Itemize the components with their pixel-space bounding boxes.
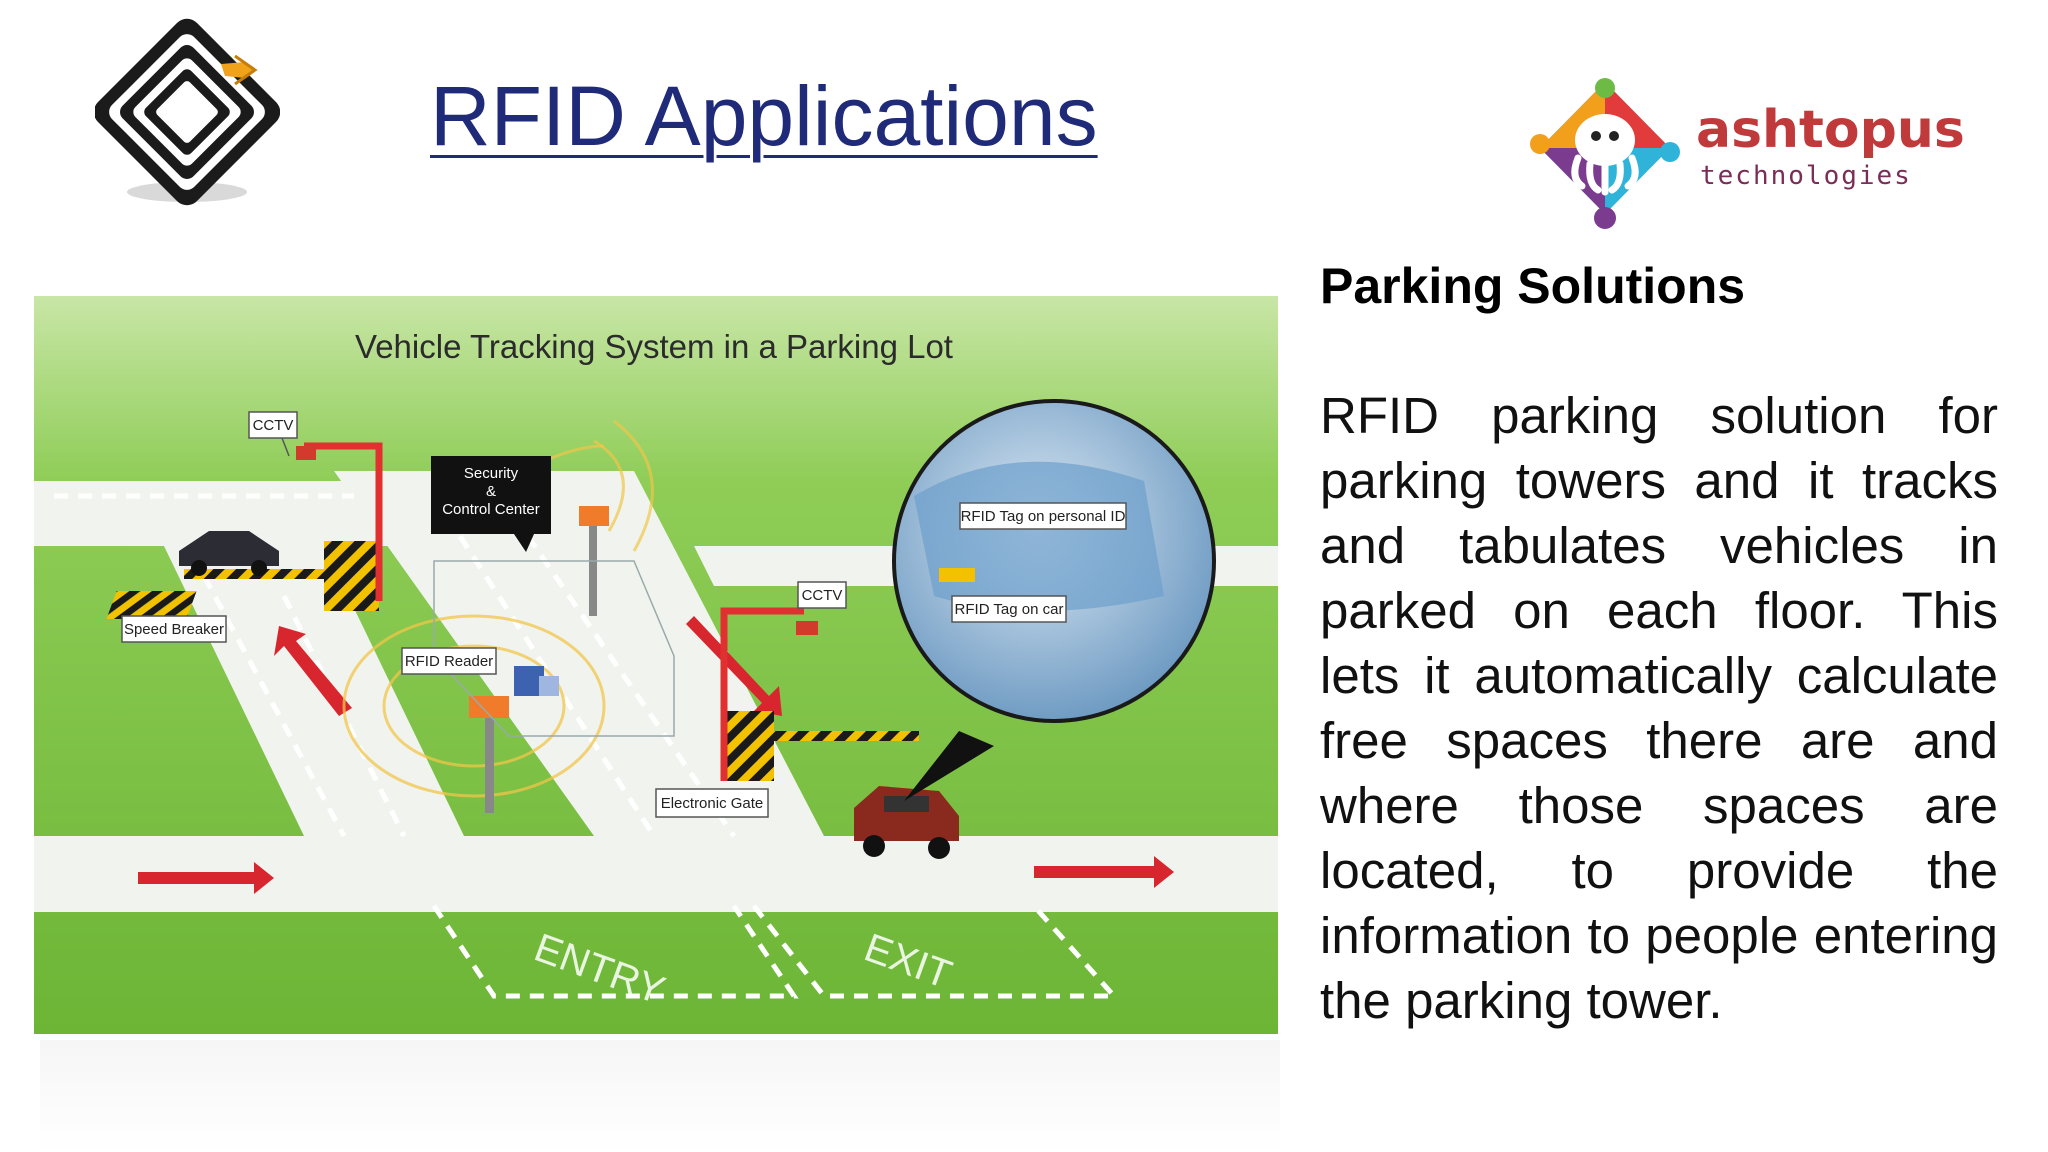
diagram-shadow [40,1040,1280,1152]
ashtopus-logo: ashtopus technologies [1530,78,1965,238]
label-cctv-right: CCTV [797,581,847,609]
label-speed-breaker: Speed Breaker [121,615,227,643]
brand-tagline: technologies [1700,161,1912,191]
rfid-tag-logo [93,12,281,207]
label-security-control-center: Security & Control Center [431,456,551,552]
svg-text:Speed Breaker: Speed Breaker [124,621,224,638]
label-electronic-gate: Electronic Gate [655,788,769,818]
puzzle-octopus-icon [1530,78,1680,238]
svg-text:&: & [486,483,496,500]
rfid-waves-bottom [342,614,606,798]
section-heading: Parking Solutions [1320,258,1746,314]
content-column: Parking Solutions RFID parking solution … [1320,255,1998,1033]
svg-text:RFID Tag on personal ID: RFID Tag on personal ID [961,508,1126,525]
label-rfid-reader: RFID Reader [401,647,497,675]
right-gate [720,607,919,781]
label-cctv-left: CCTV [248,411,298,457]
svg-text:CCTV: CCTV [802,587,843,604]
direction-arrows [138,616,1174,894]
svg-text:Control Center: Control Center [442,501,540,518]
svg-text:RFID Tag on car: RFID Tag on car [955,601,1064,618]
label-tag-personal-id: RFID Tag on personal ID [959,502,1127,530]
parking-lot-diagram: ENTRY EXIT Vehicle Tracking System in a … [34,296,1278,1034]
svg-text:CCTV: CCTV [253,417,294,434]
svg-text:Electronic Gate: Electronic Gate [661,795,764,812]
rfid-reader-top [579,506,609,526]
car-left [179,531,279,576]
car-right [854,786,959,859]
page-title: RFID Applications [430,69,1098,163]
diagram-title: Vehicle Tracking System in a Parking Lot [355,328,953,365]
rfid-reader-bottom [469,696,509,718]
body-paragraph: RFID parking solution for parking towers… [1320,387,1998,1029]
svg-text:Security: Security [464,465,519,482]
brand-name: ashtopus [1696,100,1965,160]
svg-text:RFID Reader: RFID Reader [405,653,493,670]
label-tag-on-car: RFID Tag on car [951,595,1067,623]
left-gate [106,442,383,619]
callout-pointer [904,731,994,801]
